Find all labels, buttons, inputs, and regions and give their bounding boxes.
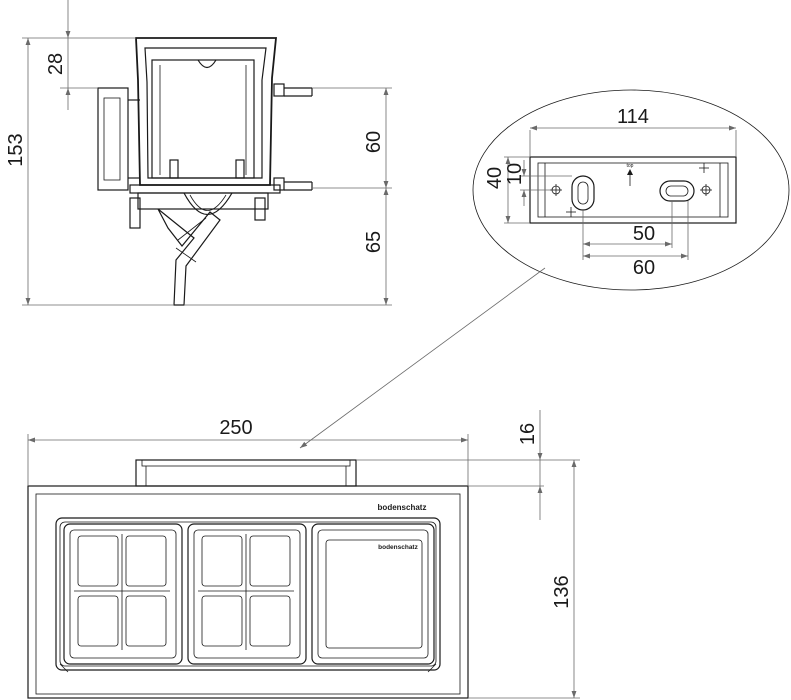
dim-side-upper-span: 60 xyxy=(363,131,385,153)
dim-bracket-hole-offset: 10 xyxy=(504,163,526,185)
dim-bracket-slot-outer: 60 xyxy=(633,257,655,279)
bracket-detail: top 114 40 10 50 60 xyxy=(299,89,790,449)
front-view: bodenschatz bodenschatz xyxy=(27,410,580,699)
dim-bracket-slot-inner: 50 xyxy=(633,223,655,245)
dim-side-lower-span: 65 xyxy=(363,231,385,253)
bracket-top-mark: top xyxy=(627,163,634,169)
dim-side-total-height: 153 xyxy=(5,133,27,166)
dim-front-width: 250 xyxy=(219,417,252,439)
brand-main: bodenschatz xyxy=(378,503,427,512)
dim-bracket-width: 114 xyxy=(617,106,649,128)
dim-front-height: 136 xyxy=(551,575,573,608)
dim-side-top-offset: 28 xyxy=(45,53,67,75)
dim-bracket-height: 40 xyxy=(484,167,506,189)
top-arrow-icon xyxy=(627,169,633,175)
side-view: 28 153 60 65 xyxy=(5,0,392,306)
dim-front-top-offset: 16 xyxy=(517,423,539,445)
brand-insert: bodenschatz xyxy=(378,544,418,551)
